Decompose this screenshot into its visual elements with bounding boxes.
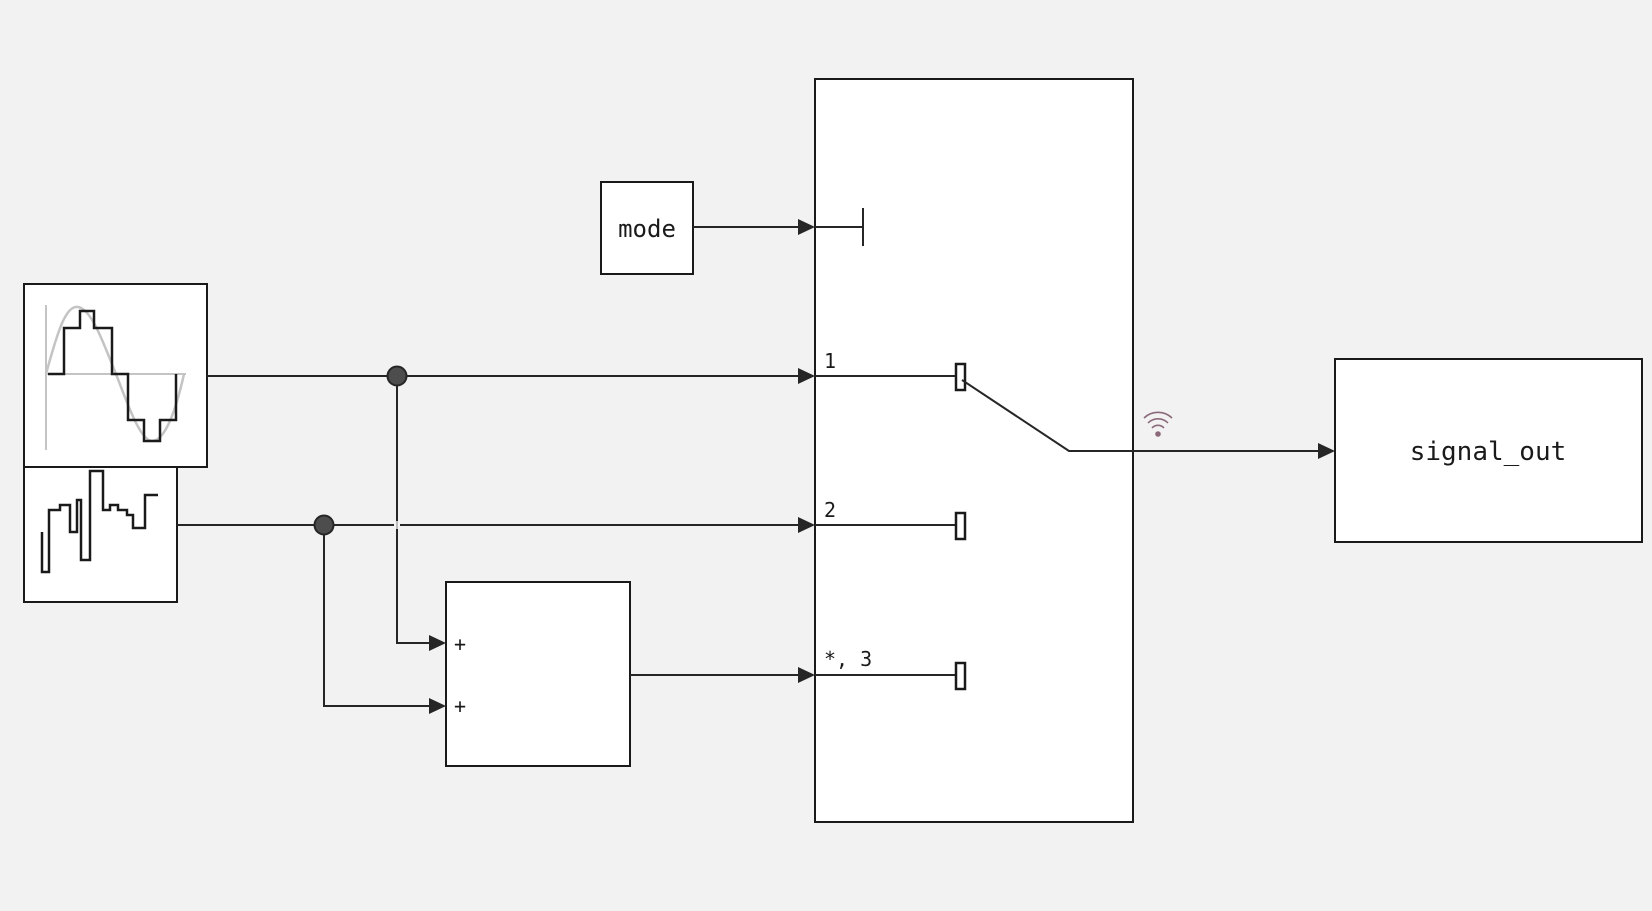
wireless-broadcast-icon	[1143, 411, 1173, 437]
sine-source-block[interactable]	[23, 283, 208, 468]
branch-point[interactable]	[313, 514, 335, 536]
signal-out-label: signal_out	[1410, 437, 1567, 467]
switch-port-label: 2	[824, 498, 836, 522]
signal-line[interactable]	[630, 667, 815, 683]
sum-input-sign: +	[454, 632, 466, 656]
sampled-sine-wave-icon	[44, 305, 186, 450]
mode-block[interactable]: mode	[600, 181, 694, 275]
signal-line[interactable]	[1133, 443, 1335, 459]
switch-port-label: *, 3	[824, 647, 872, 671]
signal-line[interactable]	[177, 517, 815, 533]
sum-input-sign: +	[454, 694, 466, 718]
branch-point[interactable]	[386, 365, 408, 387]
multiport-switch-block[interactable]: 1 2 *, 3	[814, 78, 1134, 823]
sum-block[interactable]: + +	[445, 581, 631, 767]
switch-port-label: 1	[824, 349, 836, 373]
signal-out-block[interactable]: signal_out	[1334, 358, 1643, 543]
random-signal-icon	[40, 469, 158, 574]
signal-line[interactable]	[396, 376, 446, 651]
mode-label: mode	[618, 215, 676, 243]
signal-line[interactable]	[207, 368, 815, 384]
signal-line[interactable]	[323, 525, 446, 714]
random-source-block[interactable]	[23, 466, 178, 603]
signal-line[interactable]	[693, 219, 815, 235]
